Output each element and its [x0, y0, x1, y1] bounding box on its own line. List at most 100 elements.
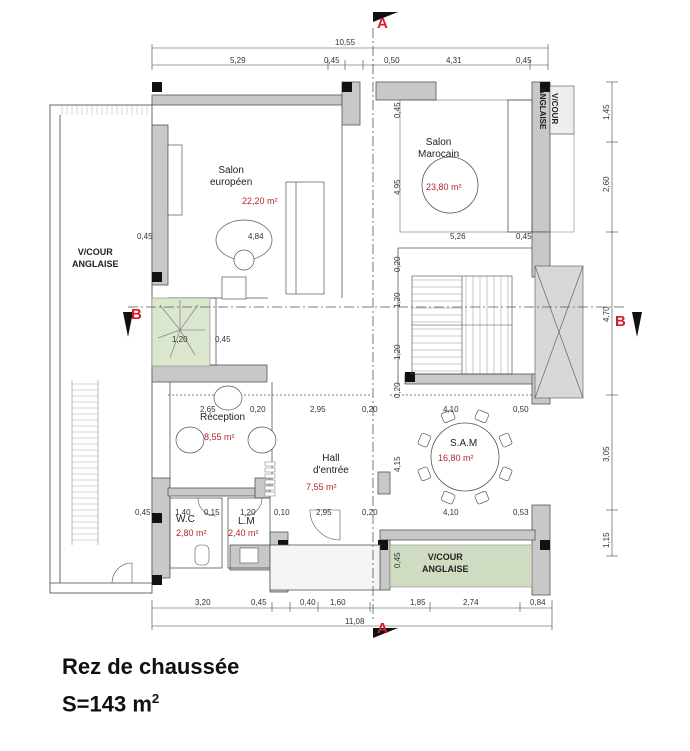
armchair [221, 276, 247, 300]
dim-r4-5: 0,10 [274, 508, 290, 517]
right-stair-block [534, 265, 584, 399]
dim-top-5: 0,45 [516, 56, 532, 65]
dim-bot-4: 1,60 [330, 598, 346, 607]
dim-r4-4: 1,20 [240, 508, 256, 517]
section-arrows [123, 12, 642, 638]
area-wc: 2,80 m² [176, 528, 207, 538]
dim-bot-3: 0,40 [300, 598, 316, 607]
dining-table [430, 422, 500, 492]
dim-r4-3: 0,15 [204, 508, 220, 517]
top-ticks [61, 105, 148, 115]
plant-icon [157, 300, 205, 359]
area-lm: 2,40 m² [228, 528, 259, 538]
dim-top-2: 0,45 [324, 56, 340, 65]
bottom-dimension-lines [151, 600, 553, 630]
dim-r4-1: 0,45 [135, 508, 151, 517]
surface-exponent: 2 [151, 691, 160, 706]
dim-r3-5: 4,10 [443, 405, 459, 414]
dim-r2-b: 0,45 [215, 335, 231, 344]
dim-bot-6: 2,74 [463, 598, 479, 607]
dim-bot-total: 11,08 [345, 617, 365, 626]
sofa [285, 181, 325, 295]
area-sam: 16,80 m² [438, 453, 474, 463]
top-dimension-lines [151, 44, 549, 70]
courtyard-bottom [389, 544, 533, 588]
staircase [411, 275, 513, 375]
section-mark-bottom: A [377, 620, 388, 637]
stair-steps [412, 276, 509, 374]
dim-r1-b: 4,84 [248, 232, 264, 241]
dim-r1-a: 0,45 [137, 232, 153, 241]
dim-top-4: 4,31 [446, 56, 462, 65]
dim-inner-v8: 0,45 [393, 552, 402, 568]
dim-bot-1: 3,20 [195, 598, 211, 607]
dim-r3-2: 0,20 [250, 405, 266, 414]
room-vcour-left: V/COUR ANGLAISE [72, 247, 119, 269]
room-lm: L.M [238, 516, 255, 527]
room-hall: Hall d'entrée [313, 453, 349, 476]
left-stair-steps [72, 383, 98, 541]
area-salon-europeen: 22,20 m² [242, 196, 278, 206]
hall-steps [264, 461, 276, 497]
left-stair [71, 380, 99, 545]
coffee-table [215, 219, 273, 271]
room-vcour-top-right: V/COUR ANGLAISE [538, 88, 559, 130]
dim-bot-2: 0,45 [251, 598, 267, 607]
toilet [194, 544, 210, 566]
round-table [421, 156, 479, 214]
dim-top-1: 5,29 [230, 56, 246, 65]
interior-lines [167, 99, 533, 591]
dim-right-3: 4,70 [602, 306, 611, 322]
courtyard-right-top [549, 85, 575, 135]
dim-inner-v4: 1,20 [393, 292, 402, 308]
dim-inner-v1: 0,45 [393, 102, 402, 118]
dim-inner-v2: 4,95 [393, 179, 402, 195]
section-mark-left: B [131, 306, 142, 323]
wall-cabinet [167, 144, 183, 216]
dim-r2-a: 1,20 [172, 335, 188, 344]
area-reception: 8,55 m² [204, 432, 235, 442]
dim-inner-v5: 1,20 [393, 344, 402, 360]
dim-r4-2: 1,40 [175, 508, 191, 517]
plan-title: Rez de chaussée [62, 654, 240, 679]
section-mark-right: B [615, 313, 626, 330]
room-salon-europeen: Salon européen [210, 165, 253, 188]
dim-r1-d: 0,45 [516, 232, 532, 241]
dim-r3-4: 0,20 [362, 405, 378, 414]
dim-top-total: 10,55 [335, 38, 356, 47]
walls [151, 81, 551, 596]
dim-top-3: 0,50 [384, 56, 400, 65]
surface-value: S=143 m [62, 691, 152, 717]
dim-right-1: 1,45 [602, 104, 611, 120]
dim-r4-9: 0,53 [513, 508, 529, 517]
room-wc: W.C [176, 514, 195, 525]
section-mark-top: A [377, 15, 388, 32]
reception-chairs [175, 385, 277, 454]
room-reception: Réception [200, 412, 246, 423]
area-hall: 7,55 m² [306, 482, 337, 492]
dim-r1-c: 5,26 [450, 232, 466, 241]
doors [111, 497, 341, 584]
dim-r4-6: 2,95 [316, 508, 332, 517]
dim-inner-v3: 0,20 [393, 256, 402, 272]
room-salon-marocain: Salon Marocain [418, 137, 460, 160]
dim-right-4: 3,05 [602, 446, 611, 462]
dim-inner-v6: 0,20 [393, 382, 402, 398]
right-dimension-line [606, 81, 618, 557]
dim-r3-6: 0,50 [513, 405, 529, 414]
section-lines [128, 28, 625, 622]
dim-r3-1: 2,65 [200, 405, 216, 414]
dim-bot-5: 1,85 [410, 598, 426, 607]
plan-surface: S=143 m2 [62, 684, 159, 719]
dim-r3-3: 2,95 [310, 405, 326, 414]
dim-inner-v7: 4,15 [393, 456, 402, 472]
room-sam: S.A.M [450, 438, 478, 449]
left-courtyard [49, 104, 153, 594]
dim-r4-7: 0,20 [362, 508, 378, 517]
basin [239, 547, 259, 564]
dining-chairs [417, 409, 513, 505]
dim-right-5: 1,15 [602, 532, 611, 548]
dim-right-2: 2,60 [602, 176, 611, 192]
